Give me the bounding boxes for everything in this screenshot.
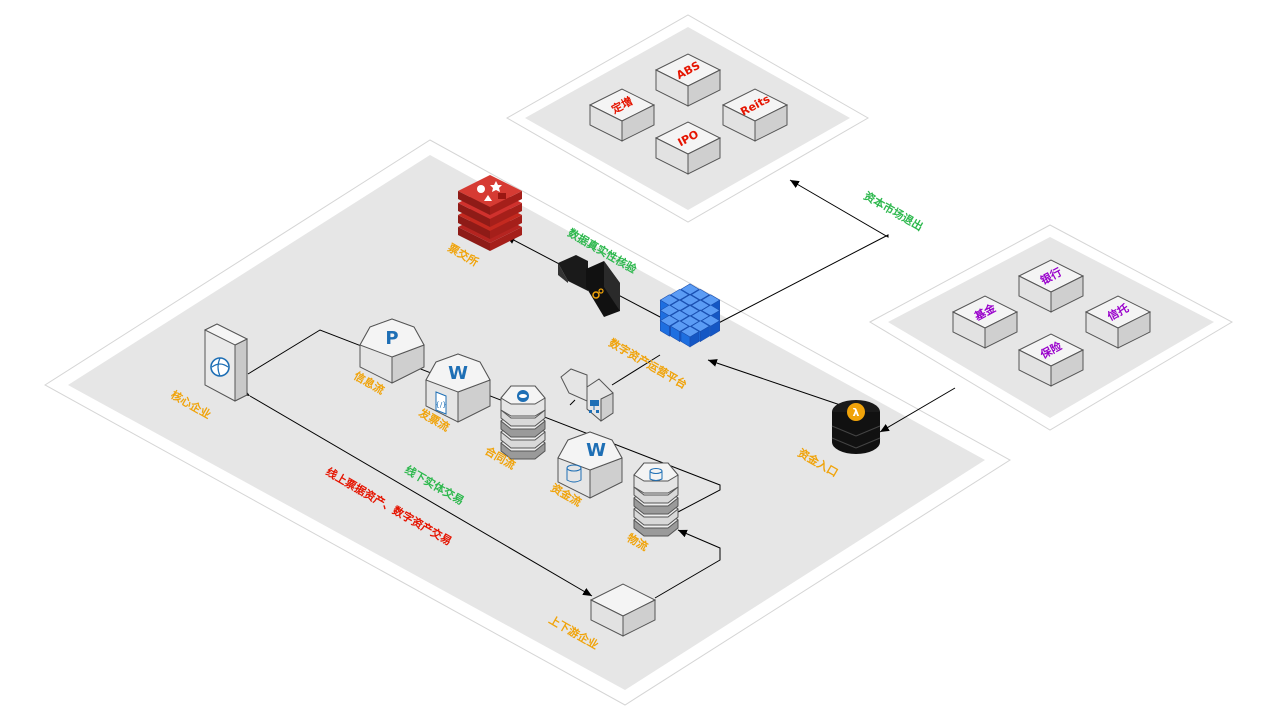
connections — [240, 179, 956, 599]
edge-institutions-entry — [879, 387, 956, 433]
institution-item[interactable]: 基金 — [951, 295, 1019, 349]
cube-block — [680, 325, 700, 348]
institution-item[interactable]: 信托 — [1084, 295, 1152, 349]
svg-text:W: W — [586, 440, 606, 461]
svg-text:{/}: {/} — [435, 401, 446, 409]
edge-entry-platform — [707, 359, 856, 411]
svg-text:λ: λ — [853, 406, 860, 419]
capital-market-item[interactable]: 定增 — [588, 88, 656, 142]
capital-market-item[interactable]: ABS — [654, 53, 722, 107]
svg-text:W: W — [448, 363, 468, 384]
edge-capital-exit — [704, 179, 889, 331]
capital-market-platform — [505, 14, 870, 223]
letter-w-document-icon[interactable]: W {/} — [425, 353, 491, 423]
capital-market-item[interactable]: Reits — [721, 88, 789, 142]
stack-top — [500, 385, 546, 417]
gear-server-icon[interactable] — [558, 255, 620, 317]
globe-server-icon[interactable] — [203, 323, 249, 402]
institution-item[interactable]: 保险 — [1017, 333, 1085, 387]
database-stack-icon[interactable] — [633, 462, 679, 537]
edge-downstream-logistics — [654, 529, 721, 599]
blue-cube-cluster-icon[interactable] — [659, 283, 721, 348]
capital-market-item[interactable]: IPO — [654, 121, 722, 175]
stack-top — [633, 462, 679, 494]
database-stack-icon[interactable] — [500, 385, 546, 460]
svg-text:P: P — [385, 328, 398, 349]
downstream-enterprise-box[interactable] — [589, 583, 657, 637]
redis-database-icon[interactable] — [458, 175, 522, 251]
institution-item[interactable]: 银行 — [1017, 259, 1085, 313]
financial-institutions-platform — [868, 224, 1234, 431]
letter-w-database-icon[interactable]: W — [557, 431, 623, 499]
network-switch-icon[interactable] — [560, 368, 614, 422]
lambda-icon[interactable]: λ — [831, 400, 881, 454]
edge-core-flows — [247, 329, 721, 513]
letter-p-icon[interactable]: P — [359, 318, 425, 384]
edge-offline — [240, 388, 593, 597]
